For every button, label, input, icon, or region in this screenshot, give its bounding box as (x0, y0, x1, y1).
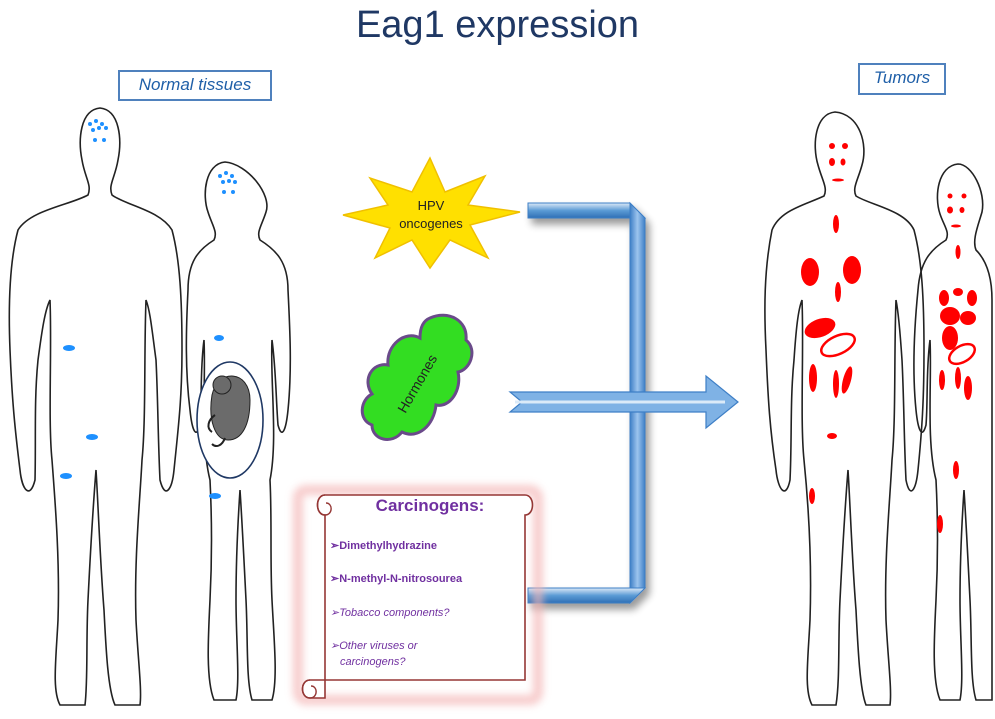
tumor-female-figure (914, 164, 992, 700)
carcinogen-text: Other viruses or (339, 640, 417, 652)
carcinogen-item-1: ➢Dimethylhydrazine (330, 538, 500, 554)
tumor-female-head-marks (947, 194, 967, 228)
bullet-icon: ➢ (330, 540, 339, 552)
normal-male-figure (9, 108, 182, 705)
carcinogen-text: Tobacco components? (339, 607, 449, 619)
bullet-icon: ➢ (330, 607, 339, 619)
carcinogen-item-4-cont: carcinogens? (340, 654, 510, 670)
carcinogens-title: Carcinogens: (340, 496, 520, 516)
right-arrow (510, 376, 738, 428)
hpv-oncogenes-star: HPV oncogenes (343, 158, 520, 268)
tumor-female-body-marks (937, 245, 977, 533)
normal-male-brain-marks (88, 119, 108, 142)
tumor-male-figure (765, 112, 924, 705)
carcinogen-item-3: ➢Tobacco components? (330, 605, 500, 621)
normal-female-brain-marks (218, 171, 237, 194)
hpv-label-line2: oncogenes (399, 216, 463, 231)
tumor-male-body-marks (801, 215, 861, 504)
fetus-icon (197, 362, 263, 478)
carcinogen-text: N-methyl-N-nitrosourea (339, 573, 462, 585)
carcinogen-item-4: ➢Other viruses or (330, 638, 500, 654)
normal-male-tissue-marks (60, 345, 98, 479)
hpv-label-line1: HPV (418, 198, 445, 213)
carcinogen-text: Dimethylhydrazine (339, 540, 437, 552)
bullet-icon: ➢ (330, 640, 339, 652)
carcinogen-item-2: ➢N-methyl-N-nitrosourea (330, 571, 500, 587)
bullet-icon: ➢ (330, 573, 339, 585)
hormones-blob: Hormones (362, 315, 472, 439)
tumor-male-head-marks (829, 143, 848, 182)
